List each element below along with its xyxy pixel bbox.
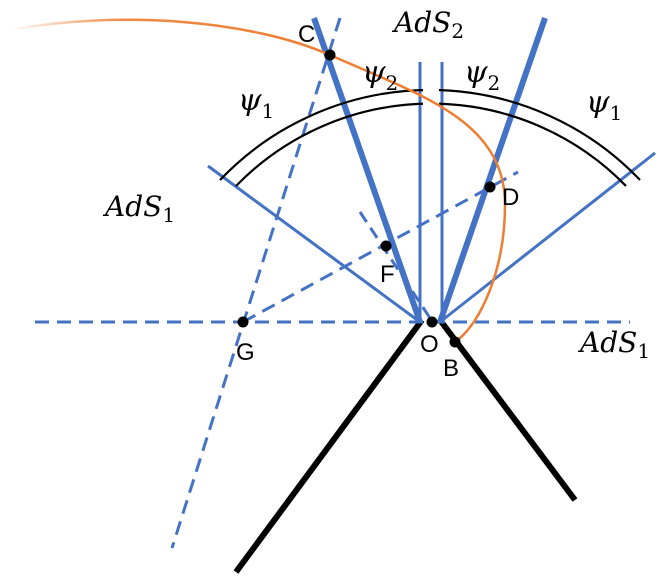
- label-c: C: [298, 21, 315, 48]
- label-psi2-left: ψ2: [362, 55, 398, 95]
- point-g: [237, 316, 249, 328]
- label-b: B: [443, 355, 459, 382]
- label-psi1-left: ψ1: [238, 83, 274, 123]
- black-wedge-left: [233, 318, 425, 574]
- label-psi2-right: ψ2: [464, 55, 500, 95]
- label-g: G: [236, 339, 255, 366]
- label-ads1-left: AdS1: [102, 190, 175, 227]
- dashed-line-f-o: [358, 211, 432, 319]
- label-o: O: [420, 331, 439, 358]
- point-o: [426, 316, 438, 328]
- label-ads1-right: AdS1: [577, 326, 650, 363]
- orange-curve: [9, 18, 507, 344]
- black-wedge-right: [437, 318, 578, 502]
- label-d: D: [502, 184, 519, 211]
- label-ads2-top: AdS2: [391, 6, 464, 43]
- label-f: F: [380, 261, 395, 288]
- thick-line-oc: [311, 17, 423, 323]
- dashed-line-g-d: [242, 170, 519, 324]
- thick-line-od: [437, 17, 548, 323]
- point-f: [380, 240, 392, 252]
- point-d: [484, 181, 496, 193]
- label-psi1-right: ψ1: [586, 85, 622, 125]
- arc-gap: [423, 80, 439, 140]
- thin-line-left-wedge: [207, 164, 421, 324]
- point-b: [449, 336, 461, 348]
- dashed-line-c-g: [170, 17, 342, 549]
- thin-line-right-wedge: [439, 151, 656, 324]
- point-c: [324, 49, 336, 61]
